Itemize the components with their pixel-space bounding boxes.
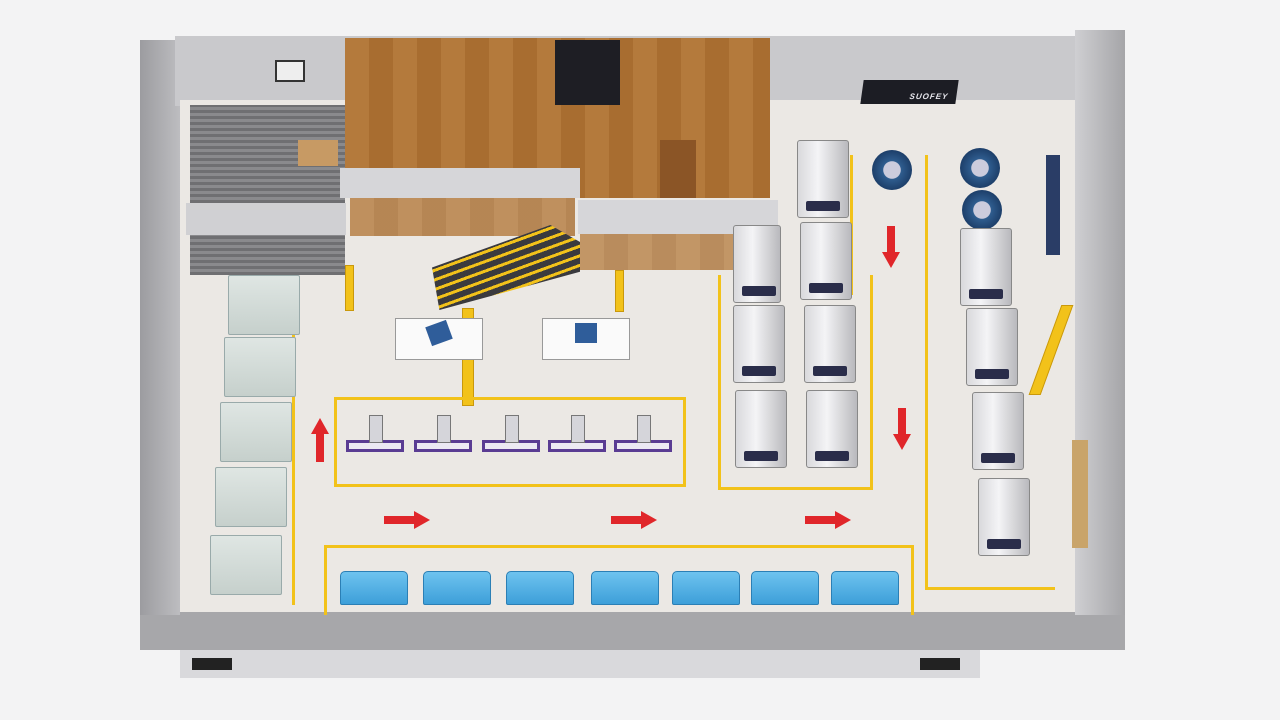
- left-wall: [140, 40, 180, 615]
- right-machine-zone: [925, 155, 1055, 590]
- brand-poster: SUOFEY: [860, 80, 959, 104]
- brand-poster-logo-text: SUOFEY: [908, 92, 949, 101]
- pressing-machine: [960, 228, 1012, 306]
- bottom-wall: [140, 612, 1125, 650]
- blue-machine: [672, 571, 740, 605]
- blue-machine: [591, 571, 659, 605]
- rotary-machine: [962, 190, 1002, 230]
- workstation: [614, 415, 672, 452]
- storage-cabinet: [228, 275, 300, 335]
- workstation: [414, 415, 472, 452]
- blue-machine: [831, 571, 899, 605]
- pressing-machine: [800, 222, 852, 300]
- blue-machine: [751, 571, 819, 605]
- rotary-machine: [960, 148, 1000, 188]
- blue-machine: [340, 571, 408, 605]
- door-left: [192, 658, 232, 670]
- flow-arrow-right: [384, 511, 432, 529]
- storage-cabinet: [210, 535, 282, 595]
- rotary-machine: [872, 150, 912, 190]
- office-desk: [298, 140, 338, 166]
- blue-machine: [506, 571, 574, 605]
- storage-cabinet: [224, 337, 296, 397]
- wall-poster: [1046, 155, 1060, 255]
- office-room: [190, 105, 345, 275]
- flow-arrow-down: [893, 408, 911, 450]
- showroom-display-screen: [555, 40, 620, 105]
- sewing-zone-bottom: [324, 545, 914, 615]
- foundation: [180, 650, 980, 678]
- support-post: [345, 265, 354, 311]
- safety-line: [292, 275, 295, 605]
- pressing-machine: [966, 308, 1018, 386]
- pressing-machine: [806, 390, 858, 468]
- pressing-machine: [804, 305, 856, 383]
- lower-display-area: [580, 234, 760, 270]
- workstation-zone: [334, 397, 686, 487]
- workstation: [346, 415, 404, 452]
- pressing-machine: [978, 478, 1030, 556]
- storage-cabinet: [215, 467, 287, 527]
- pressing-machine: [733, 225, 781, 303]
- office-wall: [186, 203, 346, 235]
- pressing-machine: [797, 140, 849, 218]
- blue-machine: [423, 571, 491, 605]
- storage-cabinet: [220, 402, 292, 462]
- flow-arrow-up: [311, 418, 329, 462]
- cutting-table: [395, 318, 483, 360]
- cutting-table: [542, 318, 630, 360]
- mezzanine-front-wall: [340, 168, 580, 198]
- office-sign: [275, 60, 305, 82]
- pressing-machine: [733, 305, 785, 383]
- pressing-machine: [735, 390, 787, 468]
- pressing-machine: [972, 392, 1024, 470]
- flow-arrow-right: [805, 511, 853, 529]
- door-right: [920, 658, 960, 670]
- workstation: [482, 415, 540, 452]
- workstation: [548, 415, 606, 452]
- flow-arrow-right: [611, 511, 659, 529]
- wall-poster: [1072, 440, 1088, 548]
- machine-zone: [718, 275, 873, 490]
- showroom-table: [660, 140, 696, 198]
- flow-arrow-down: [882, 226, 900, 268]
- support-post: [615, 270, 624, 312]
